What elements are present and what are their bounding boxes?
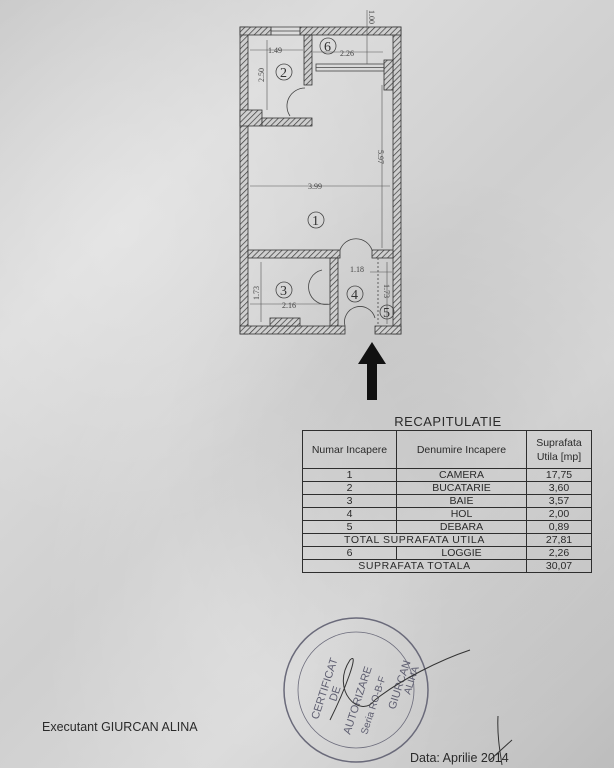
dim-hall-width: 1.18 bbox=[350, 265, 364, 274]
doors bbox=[286, 87, 379, 327]
cell-area: 17,75 bbox=[526, 468, 592, 482]
room-number-6: 6 bbox=[324, 40, 331, 55]
total-useful-area: 27,81 bbox=[526, 533, 592, 547]
cell-no: 1 bbox=[302, 468, 397, 482]
dim-bath-length: 1.73 bbox=[252, 286, 261, 300]
cell-area: 2,26 bbox=[526, 546, 592, 560]
cell-name: DEBARA bbox=[396, 520, 527, 534]
room-number-4: 4 bbox=[351, 288, 358, 303]
dimension-lines bbox=[250, 10, 392, 324]
total-label: SUPRAFATA TOTALA bbox=[302, 559, 527, 573]
cell-no: 5 bbox=[302, 520, 397, 534]
signature bbox=[489, 715, 513, 766]
windows bbox=[270, 26, 385, 72]
header-number: Numar Incapere bbox=[302, 430, 397, 469]
area-summary-table: Numar Incapere Denumire Incapere Suprafa… bbox=[302, 430, 592, 573]
cell-no: 6 bbox=[302, 546, 397, 560]
room-number-1: 1 bbox=[312, 214, 319, 229]
room-number-2: 2 bbox=[280, 66, 287, 81]
walls bbox=[239, 26, 402, 335]
cell-name: BUCATARIE bbox=[396, 481, 527, 495]
dim-kitchen-length: 2.50 bbox=[257, 68, 266, 82]
cell-name: BAIE bbox=[396, 494, 527, 508]
svg-text:DE: DE bbox=[327, 685, 343, 703]
stamp: CERTIFICAT DE AUTORIZARE Seria RO-B-F GI… bbox=[283, 617, 471, 763]
dim-kitchen-width: 1.49 bbox=[268, 46, 282, 55]
total-area: 30,07 bbox=[526, 559, 592, 573]
cell-area: 0,89 bbox=[526, 520, 592, 534]
cell-no: 3 bbox=[302, 494, 397, 508]
dim-bath-width: 2.16 bbox=[282, 301, 296, 310]
table-title: RECAPITULATIE bbox=[394, 414, 502, 429]
table-header-row: Numar Incapere Denumire Incapere Suprafa… bbox=[302, 430, 592, 469]
dim-storage-length: 1.73 bbox=[382, 284, 391, 298]
cell-name: HOL bbox=[396, 507, 527, 521]
date: Data: Aprilie 2014 bbox=[410, 751, 509, 765]
cell-no: 4 bbox=[302, 507, 397, 521]
entrance-arrow-icon bbox=[358, 342, 386, 400]
cell-name: CAMERA bbox=[396, 468, 527, 482]
room-number-5: 5 bbox=[383, 306, 390, 321]
dim-room-length: 5.97 bbox=[376, 150, 385, 164]
cell-area: 3,60 bbox=[526, 481, 592, 495]
dim-loggia-width: 2.26 bbox=[340, 49, 354, 58]
cell-name: LOGGIE bbox=[396, 546, 527, 560]
header-name: Denumire Incapere bbox=[396, 430, 527, 469]
room-numbers bbox=[275, 37, 395, 320]
executant: Executant GIURCAN ALINA bbox=[42, 720, 198, 734]
header-area: Suprafata Utila [mp] bbox=[526, 430, 592, 469]
cell-area: 3,57 bbox=[526, 494, 592, 508]
dim-room-width: 3.99 bbox=[308, 182, 322, 191]
cell-area: 2,00 bbox=[526, 507, 592, 521]
cell-no: 2 bbox=[302, 481, 397, 495]
dim-loggia-depth: 1.00 bbox=[367, 10, 376, 24]
room-number-3: 3 bbox=[280, 284, 287, 299]
total-useful-label: TOTAL SUPRAFATA UTILA bbox=[302, 533, 527, 547]
